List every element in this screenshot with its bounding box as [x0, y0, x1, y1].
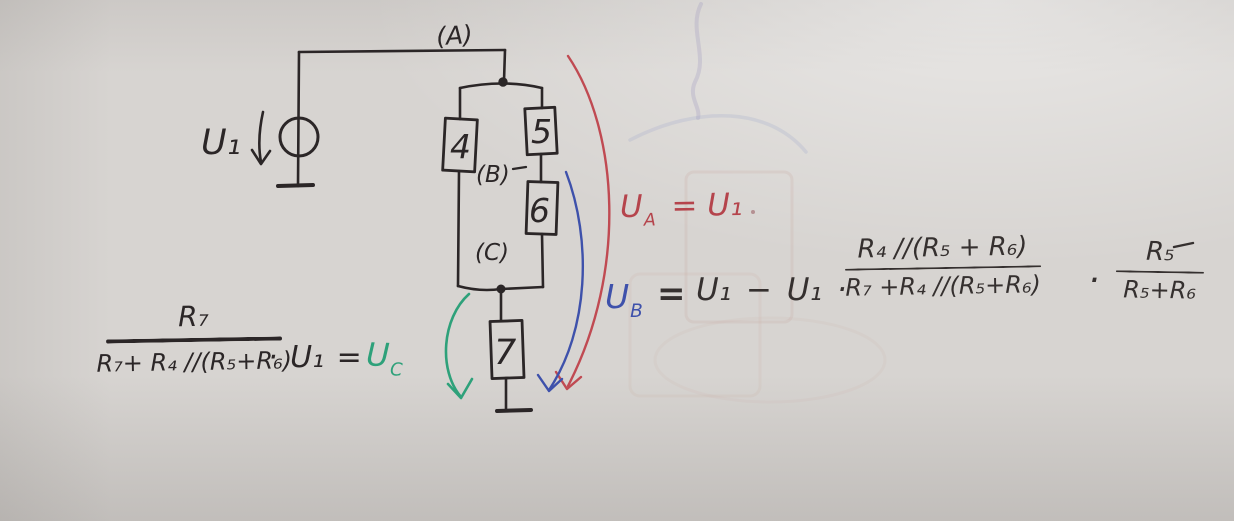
ub-times-dot: · — [1088, 260, 1100, 301]
ub-fraction-1: R₄ //(R₅ + R₆) R₇ +R₄ //(R₅+R₆) — [844, 231, 1042, 302]
stray-marks — [751, 210, 1195, 249]
wire-r4-down — [456, 169, 461, 288]
ub-subscript: B — [630, 301, 643, 323]
resistor-4-label: 4 — [450, 127, 471, 166]
ub-frac1-numerator: R₄ //(R₅ + R₆) — [857, 231, 1028, 265]
uc-frac-denominator: R₇+ R₄ //(R₅+R₆) — [96, 346, 293, 378]
bleed-squiggle — [690, 2, 703, 120]
ub-fraction-2: R₅ R₅+R₆ — [1115, 237, 1204, 304]
bleed-rect-1 — [684, 170, 794, 324]
ub-frac2-numerator: R₅ — [1145, 236, 1175, 268]
stray-dash — [1172, 241, 1195, 249]
node-b-tick — [511, 165, 528, 171]
wire-r6-down — [540, 232, 545, 289]
resistor-6-label: 6 — [529, 191, 550, 230]
wire-top — [297, 48, 507, 54]
source-ground-bar — [276, 183, 315, 188]
ub-frac2-bar — [1115, 269, 1204, 274]
ub-frac2-denominator: R₅+R₆ — [1123, 274, 1197, 305]
ub-terms: U₁ − U₁ · — [696, 272, 847, 308]
equation-uc-fraction: R₇ R₇+ R₄ //(R₅+R₆) — [95, 299, 293, 378]
resistor-7-label: 7 — [494, 333, 516, 373]
node-b-label: (B) — [476, 162, 510, 188]
bleed-rect-2 — [628, 272, 762, 398]
blue-arc-ub — [547, 170, 585, 392]
junction-dot-top — [498, 77, 508, 87]
bleed-through-marks — [628, 2, 887, 404]
node-a-label: (A) — [435, 20, 474, 51]
green-arc-uc — [444, 292, 471, 399]
wire-node-a-drop — [502, 48, 507, 83]
uc-frac-bar — [105, 336, 282, 344]
resistor-7-box — [488, 319, 526, 380]
ua-base: U — [619, 188, 643, 226]
uc-subscript: C — [389, 359, 403, 381]
blue-arrow-head — [536, 373, 564, 393]
uc-frac-numerator: R₇ — [177, 299, 210, 334]
ua-subscript: A — [643, 210, 656, 231]
ub-base: U — [605, 277, 630, 316]
bottom-ground-bar — [495, 408, 533, 413]
red-arc-ua — [566, 54, 611, 388]
ub-frac1-denominator: R₇ +R₄ //(R₅+R₆) — [845, 269, 1042, 302]
ub-frac1-bar — [845, 264, 1041, 271]
ua-rhs: = U₁ — [671, 186, 743, 225]
uc-base: U — [365, 335, 391, 375]
source-arrow-shaft — [257, 110, 265, 164]
resistor-5-label: 5 — [531, 112, 552, 151]
circuit-wires — [250, 48, 560, 413]
bleed-blob — [653, 316, 887, 404]
source-voltage-label: U₁ — [201, 123, 241, 163]
annotation-arrows — [444, 54, 611, 400]
circuit-labels: (A) U₁ 4 5 (B) 6 (C) 7 — [201, 20, 552, 373]
ub-equals-sign: = — [657, 274, 686, 314]
uc-result: UC — [365, 335, 403, 380]
bleed-arc — [628, 113, 808, 154]
equation-ub-lhs: UB — [605, 277, 643, 322]
equation-ua: UA = U₁ — [620, 187, 743, 231]
node-c-label: (C) — [475, 240, 509, 266]
uc-terms: · U₁ = — [268, 340, 362, 375]
source-arrow-head — [250, 148, 272, 166]
stray-dot — [751, 210, 755, 214]
voltage-source-symbol — [278, 116, 320, 158]
green-arrow-head — [446, 377, 474, 400]
